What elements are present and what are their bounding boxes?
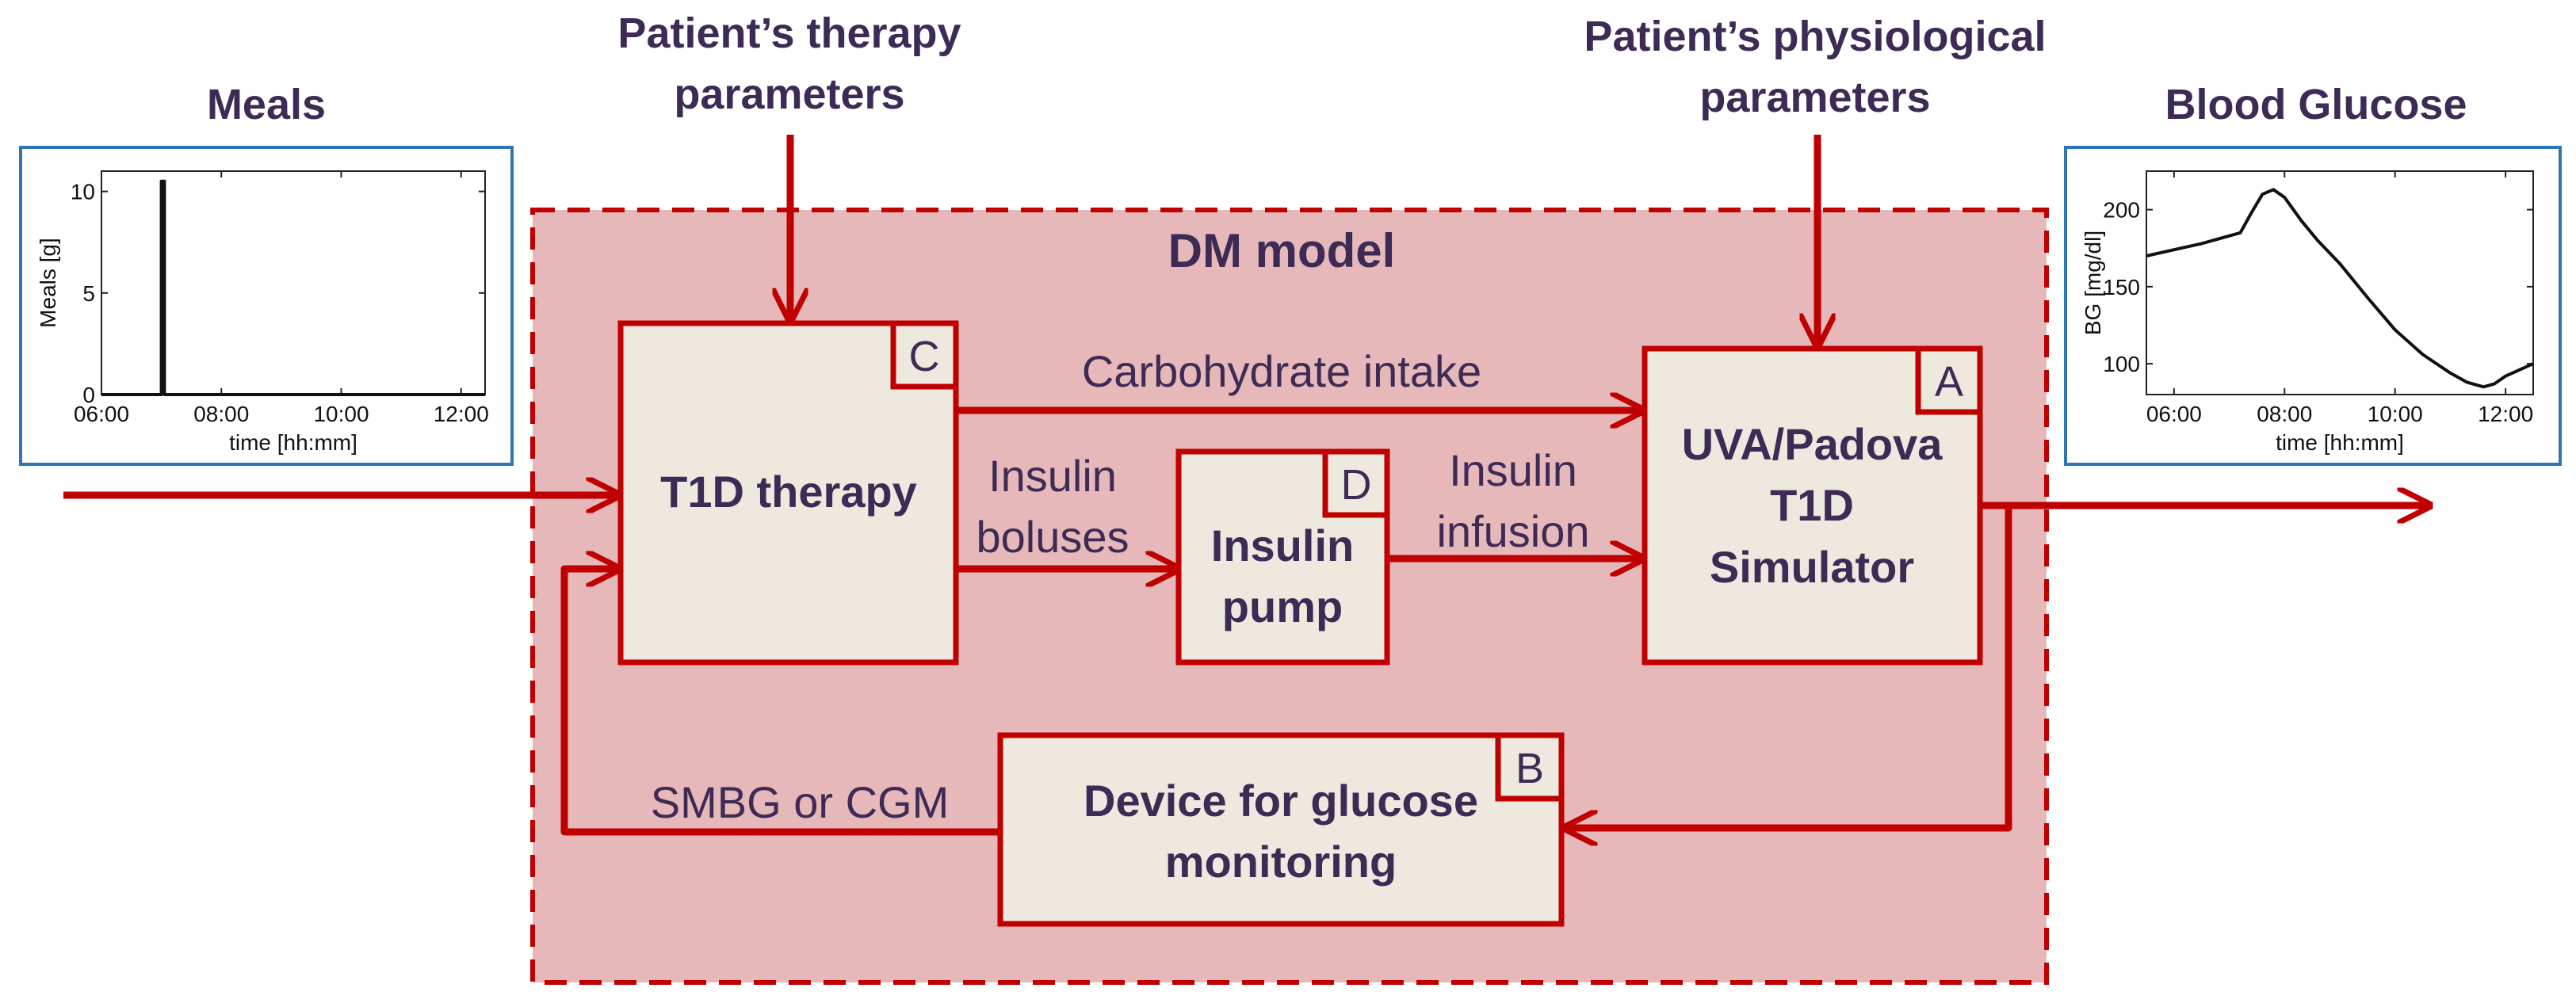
blood-glucose-title: Blood Glucose xyxy=(2165,81,2467,128)
meals-title: Meals xyxy=(207,81,326,128)
smbg-cgm-label: SMBG or CGM xyxy=(651,777,949,827)
meals-xtick-label: 08:00 xyxy=(193,402,249,426)
meals-ylabel: Meals [g] xyxy=(36,238,60,328)
meals-plot: 06:00 08:00 10:00 12:00 0 5 10 time [hh:mm] Meal… xyxy=(19,146,514,466)
device-label-line2: monitoring xyxy=(1165,837,1397,887)
simulator-label-line2: T1D xyxy=(1770,480,1854,530)
t1d-therapy-label: T1D therapy xyxy=(660,467,917,517)
dm-model-title: DM model xyxy=(1168,224,1396,277)
meals-ytick-label: 10 xyxy=(71,180,95,204)
block-tag-box xyxy=(1915,345,1983,415)
blood-glucose-plot: 06:00 08:00 10:00 12:00 100 150 200 time [hh:mm… xyxy=(2064,146,2562,466)
physio-params-title-line1: Patient’s physiological xyxy=(1584,13,2046,60)
bg-ylabel: BG [mg/dl] xyxy=(2081,231,2105,335)
therapy-params-title-line1: Patient’s therapy xyxy=(617,10,961,57)
meals-ytick-label: 0 xyxy=(82,383,95,407)
block-tag-box xyxy=(1495,732,1565,802)
glucose-monitoring-device-block: B Device for glucose monitoring xyxy=(997,732,1565,927)
meals-xtick-label: 12:00 xyxy=(434,402,489,426)
meals-xtick-label: 06:00 xyxy=(74,402,129,426)
physio-params-title-line2: parameters xyxy=(1699,74,1930,121)
insulin-pump-block: D Insulin pump xyxy=(1175,448,1390,666)
bg-ytick-label: 200 xyxy=(2103,198,2140,223)
meals-plot-area: 06:00 08:00 10:00 12:00 0 5 10 time [hh:mm] Meal… xyxy=(36,170,489,455)
insulin-boluses-label-line2: boluses xyxy=(976,512,1129,562)
insulin-pump-label-line2: pump xyxy=(1222,582,1343,631)
bg-xtick-label: 06:00 xyxy=(2146,402,2202,426)
insulin-pump-label-line1: Insulin xyxy=(1211,521,1354,570)
meals-xtick-label: 10:00 xyxy=(313,402,369,426)
simulator-label-line1: UVA/Padova xyxy=(1682,419,1943,469)
bg-xtick-label: 08:00 xyxy=(2257,402,2312,426)
insulin-infusion-label-line1: Insulin xyxy=(1449,445,1577,495)
block-tag-d: D xyxy=(1341,461,1372,509)
monitoring-feedback-line xyxy=(1565,505,2012,828)
therapy-params-title-line2: parameters xyxy=(674,71,904,118)
bg-ytick-label: 150 xyxy=(2103,275,2140,299)
smbg-cgm-feedback-arrow xyxy=(560,569,1000,836)
meals-xlabel: time [hh:mm] xyxy=(229,430,357,455)
bg-xlabel: time [hh:mm] xyxy=(2276,430,2404,455)
meals-ytick-label: 5 xyxy=(82,281,95,306)
uva-padova-simulator-block: A UVA/Padova T1D Simulator xyxy=(1642,345,1983,666)
carbohydrate-intake-label: Carbohydrate intake xyxy=(1082,346,1481,396)
block-tag-box xyxy=(1322,448,1390,518)
bg-xtick-label: 10:00 xyxy=(2368,402,2423,426)
bg-xtick-label: 12:00 xyxy=(2478,402,2533,426)
bg-axes-box xyxy=(2146,170,2534,395)
block-tag-b: B xyxy=(1515,745,1544,792)
t1d-therapy-block: C T1D therapy xyxy=(617,320,959,666)
signal-arrows xyxy=(63,135,2429,832)
insulin-infusion-label-line2: infusion xyxy=(1436,506,1589,556)
block-tag-a: A xyxy=(1935,358,1963,406)
bg-plot-area: 06:00 08:00 10:00 12:00 100 150 200 time [hh:mm… xyxy=(2081,170,2534,455)
simulator-label-line3: Simulator xyxy=(1710,542,1914,592)
block-tag-box xyxy=(890,320,959,390)
bg-ytick-label: 100 xyxy=(2103,352,2140,376)
bg-series-line xyxy=(2146,188,2534,389)
meals-axes-box xyxy=(101,170,486,395)
meals-series-line xyxy=(101,179,485,396)
block-tag-c: C xyxy=(909,333,940,380)
device-label-line1: Device for glucose xyxy=(1084,776,1478,826)
insulin-boluses-label-line1: Insulin xyxy=(988,451,1117,501)
